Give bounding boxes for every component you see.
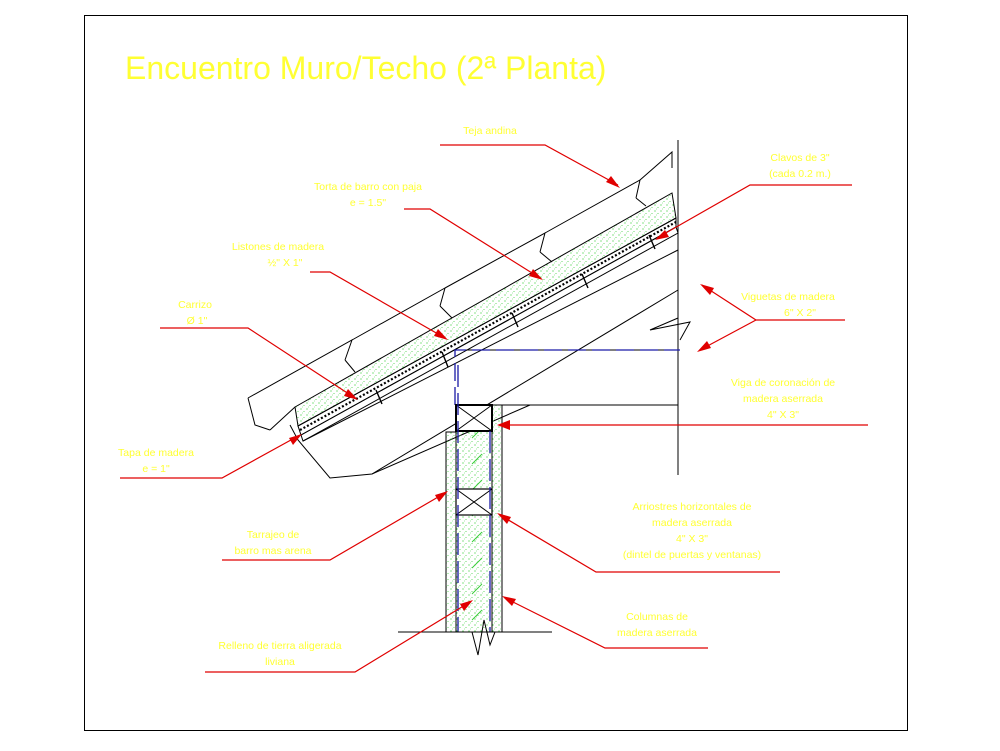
label-tarrajeo-material: barro mas arena bbox=[234, 545, 311, 557]
label-teja: Teja andina bbox=[463, 125, 517, 137]
label-viguetas: Viguetas de madera bbox=[741, 291, 835, 303]
label-listones-size: ½" X 1" bbox=[268, 257, 303, 269]
label-tapa-thickness: e = 1" bbox=[142, 463, 170, 475]
label-tarrajeo: Tarrajeo de bbox=[247, 529, 300, 541]
leader-lines bbox=[120, 144, 868, 673]
label-columnas: Columnas de bbox=[626, 611, 688, 623]
eave bbox=[289, 404, 531, 479]
mud-layer bbox=[294, 192, 677, 427]
roof-assembly bbox=[247, 140, 691, 479]
label-torta-thickness: e = 1.5" bbox=[350, 197, 386, 209]
label-viga-material: madera aserrada bbox=[743, 393, 823, 405]
hidden-beam-line bbox=[454, 349, 680, 405]
wall-break bbox=[471, 619, 496, 656]
roof-tiles bbox=[247, 150, 673, 431]
label-viguetas-size: 6" X 2" bbox=[784, 307, 816, 319]
crown-beam bbox=[455, 349, 678, 406]
label-arriostres-material: madera aserrada bbox=[652, 517, 732, 529]
label-viga-size: 4" X 3" bbox=[767, 409, 799, 421]
plaster-left bbox=[445, 431, 457, 633]
label-listones: Listones de madera bbox=[232, 241, 324, 253]
label-clavos: Clavos de 3" bbox=[770, 152, 829, 164]
sheet-border bbox=[84, 15, 908, 731]
nail-icons bbox=[375, 234, 656, 405]
plaster-right bbox=[491, 404, 503, 633]
joist-bottom bbox=[371, 289, 679, 475]
annotation-labels: Teja andina Torta de barro con paja e = … bbox=[118, 125, 835, 668]
label-arriostres: Arriostres horizontales de bbox=[632, 501, 751, 513]
label-carrizo-size: Ø 1" bbox=[187, 315, 208, 327]
joist-break bbox=[649, 290, 691, 341]
label-arriostres-size: 4" X 3" bbox=[676, 533, 708, 545]
wall-assembly bbox=[398, 365, 552, 656]
label-carrizo: Carrizo bbox=[178, 299, 212, 311]
label-torta: Torta de barro con paja bbox=[314, 181, 422, 193]
label-arriostres-note: (dintel de puertas y ventanas) bbox=[623, 549, 761, 561]
label-tapa: Tapa de madera bbox=[118, 447, 194, 459]
label-clavos-spacing: (cada 0.2 m.) bbox=[769, 168, 831, 180]
label-columnas-material: madera aserrada bbox=[617, 627, 697, 639]
label-relleno: Relleno de tierra aligerada bbox=[218, 640, 341, 652]
label-viga: Viga de coronación de bbox=[731, 377, 835, 389]
label-relleno-type: liviana bbox=[265, 656, 295, 668]
drawing-title: Encuentro Muro/Techo (2ª Planta) bbox=[125, 50, 606, 86]
